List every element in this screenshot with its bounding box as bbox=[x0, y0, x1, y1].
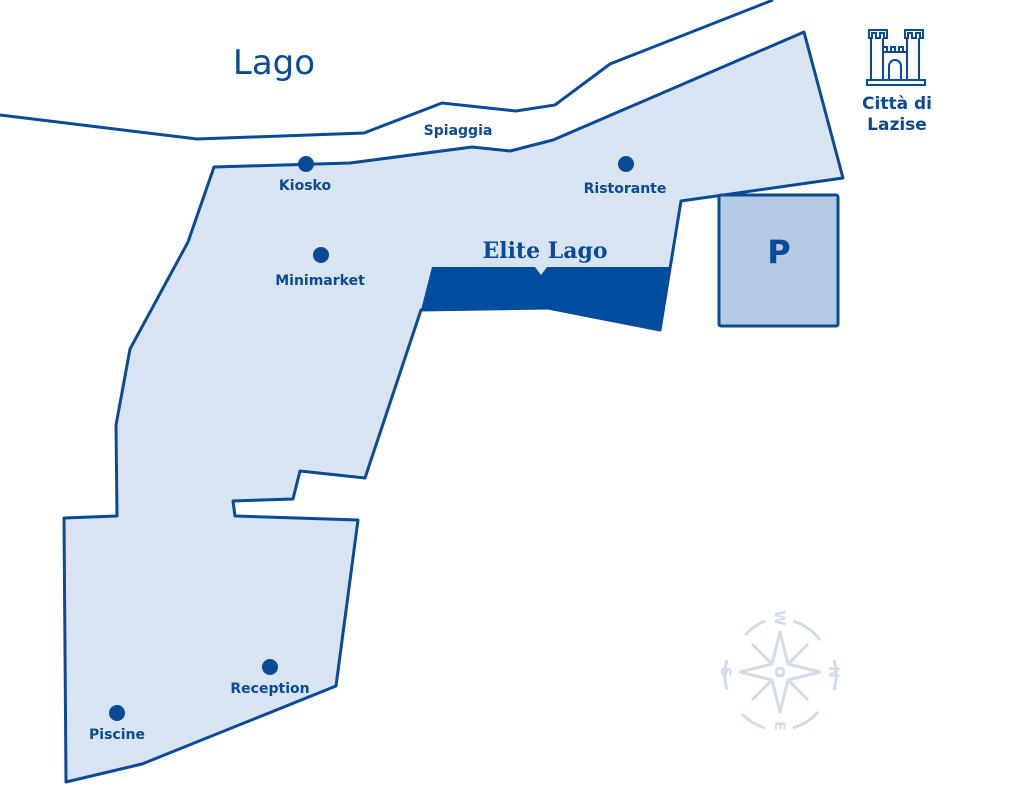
building-pointer bbox=[535, 267, 547, 275]
kiosko-marker[interactable] bbox=[298, 156, 314, 172]
town-label-line1: Città di bbox=[862, 94, 932, 114]
castle-icon bbox=[866, 29, 926, 86]
minimarket-marker[interactable] bbox=[313, 247, 329, 263]
campsite-area[interactable] bbox=[62, 30, 845, 784]
reception-label: Reception bbox=[230, 681, 309, 697]
kiosko-label: Kiosko bbox=[279, 178, 332, 194]
ristorante-label: Ristorante bbox=[584, 181, 667, 197]
town-label-line2: Lazise bbox=[867, 115, 927, 135]
building-label: Elite Lago bbox=[482, 238, 607, 264]
ristorante-marker[interactable] bbox=[618, 156, 634, 172]
compass-s: S bbox=[717, 667, 733, 677]
reception-marker[interactable] bbox=[262, 659, 278, 675]
beach-label: Spiaggia bbox=[424, 123, 493, 139]
elite-lago-building[interactable] bbox=[421, 267, 670, 330]
parking-area[interactable] bbox=[717, 193, 840, 328]
piscine-marker[interactable] bbox=[109, 705, 125, 721]
piscine-label: Piscine bbox=[89, 727, 145, 743]
compass-w: W bbox=[771, 610, 787, 625]
minimarket-label: Minimarket bbox=[275, 273, 365, 289]
shoreline bbox=[0, 0, 774, 141]
compass-e: E bbox=[771, 721, 787, 731]
compass-rose-icon bbox=[723, 619, 838, 730]
parking-label: P bbox=[767, 233, 790, 271]
compass-n: N bbox=[825, 666, 841, 678]
lake-label: Lago bbox=[233, 43, 315, 83]
